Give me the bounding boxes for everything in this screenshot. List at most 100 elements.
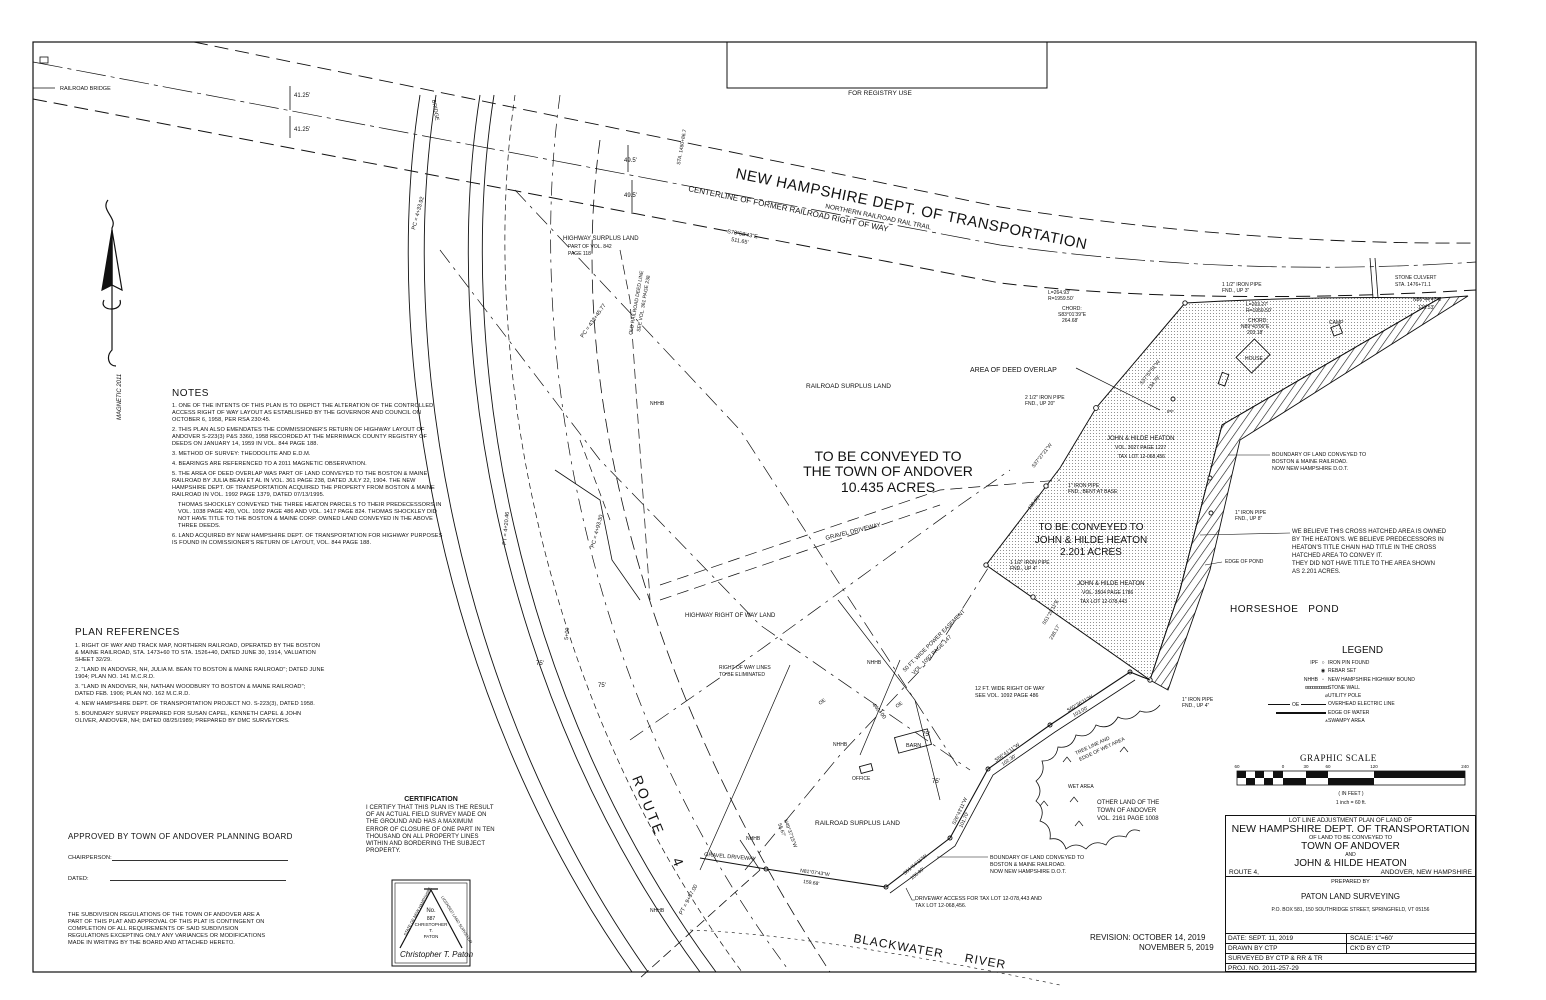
reference-item: 4. NEW HAMPSHIRE DEPT. OF TRANSPORTATION… (75, 701, 315, 707)
legend-label: REBAR SET (1328, 668, 1357, 675)
legend-label: NEW HAMPSHIRE HIGHWAY BOUND (1328, 676, 1415, 683)
note-line: HEATON'S TITLE CHAIN HAD TITLE IN THE CR… (1292, 545, 1436, 551)
railroad-bridge-label: RAILROAD BRIDGE (60, 86, 111, 92)
dimension-label: 75' (536, 661, 544, 667)
heaton-lot-label: TAX LOT 12-078,443 (1080, 599, 1127, 605)
distance-label: 238.17' (1049, 624, 1062, 641)
leader-line (1075, 367, 1161, 411)
title-grantee1: TOWN OF ANDOVER (1301, 841, 1400, 852)
legend-item: IPF○IRON PIN FOUND (1230, 659, 1475, 667)
title-grantee2: JOHN & HILDE HEATON (1294, 858, 1407, 869)
note-item: 4. BEARINGS ARE REFERENCED TO A 2011 MAG… (172, 461, 367, 467)
nhhb-label: NHHB (867, 660, 882, 666)
iron-pipe-label: FND., UP 4" (1182, 703, 1209, 709)
boundary-label: BOSTON & MAINE RAILROAD. (1272, 459, 1348, 465)
highway-surplus-sub: PAGE 118 (568, 251, 591, 257)
revision-label: REVISION: OCTOBER 14, 2019 (1090, 933, 1206, 942)
row-12-label: 12 FT. WIDE RIGHT OF WAY (975, 686, 1045, 692)
edge-of-pond-label: EDGE OF POND (1225, 559, 1264, 565)
chairperson-label: CHAIRPERSON: (68, 855, 112, 861)
legend-item: EDGE OF WATER (1230, 709, 1475, 717)
distance-label: 55.67' (776, 823, 786, 838)
barn-label: BARN (906, 743, 921, 749)
notes-section: NOTES 1. ONE OF THE INTENTS OF THIS PLAN… (172, 388, 447, 550)
legend-label: OVERHEAD ELECTRIC LINE (1328, 701, 1395, 708)
chairperson-signature-line[interactable] (112, 860, 288, 861)
edge-of-water-icon (1276, 711, 1326, 714)
certification-section: CERTIFICATION I CERTIFY THAT THIS PLAN I… (366, 796, 496, 855)
leader-line (1199, 532, 1291, 536)
heaton-lot-label: VOL. 3027 PAGE 1227 (1115, 445, 1167, 451)
revision-label-2: NOVEMBER 5, 2019 (1139, 943, 1214, 952)
title-and: AND (1345, 852, 1356, 858)
iron-pipe-label: FND., UP 4" (1010, 566, 1037, 572)
legend-label: EDGE OF WATER (1328, 709, 1370, 716)
boundary-label: BOUNDARY OF LAND CONVEYED TO (1272, 452, 1366, 458)
overhead-line-icon: OE (1268, 701, 1326, 710)
prepared-by-label: PREPARED BY (1331, 879, 1370, 885)
title-route: ROUTE 4, (1229, 869, 1259, 876)
swamp-icon: ⩚ (1325, 718, 1328, 725)
rebar-icon: ◉ (1320, 668, 1326, 675)
highway-surplus-label: HIGHWAY SURPLUS LAND (563, 236, 639, 242)
easement-label: 50 FT. WIDE POWER EASEMENT (902, 608, 967, 673)
legend-prefix: OE (1290, 701, 1302, 710)
title-owner: NEW HAMPSHIRE DEPT. OF TRANSPORTATION (1231, 823, 1470, 835)
camp-label: CAMP (1329, 320, 1344, 326)
dimension-label: 75' (598, 683, 606, 689)
reference-item: 1. RIGHT OF WAY AND TRACK MAP, NORTHERN … (75, 643, 320, 663)
nhhb-label: NHHB (650, 908, 665, 914)
oe-label: OE (818, 697, 828, 706)
note-item: 2. THIS PLAN ALSO EMENDATES THE COMMISSI… (172, 427, 428, 447)
route-number-label: 4 (669, 855, 687, 868)
heaton-convey-label: TO BE CONVEYED TO (1038, 522, 1143, 533)
project-row: PROJ. NO. 2011-257-29 (1226, 963, 1475, 973)
boundary-label: BOUNDARY OF LAND CONVEYED TO (990, 855, 1084, 861)
chord-label: 264.68' (1062, 318, 1078, 324)
leader-line (1204, 561, 1223, 566)
dimension-label: 75' (932, 779, 940, 785)
scale-tick: 60 (1234, 764, 1240, 769)
notes-title: NOTES (172, 388, 209, 399)
iron-pipe-label: 1 1/2" IRON PIPE (1010, 560, 1050, 566)
graphic-scale-bar: 60 0 30 60 120 240 ( IN FEET ) 1 inch = … (1234, 764, 1469, 806)
note-line: WE BELIEVE THIS CROSS HATCHED AREA IS OW… (1292, 529, 1447, 535)
legend: LEGEND IPF○IRON PIN FOUND ◉REBAR SET NHH… (1230, 645, 1475, 725)
office-outline (858, 762, 874, 774)
approval-title: APPROVED BY TOWN OF ANDOVER PLANNING BOA… (68, 832, 293, 841)
heaton-convey-acres: 2.201 ACRES (1060, 547, 1122, 558)
driveway-access-label: DRIVEWAY ACCESS FOR TAX LOT 12-078,443 A… (915, 896, 1042, 902)
dimension-label: 49.5' (624, 158, 637, 164)
heaton-convey-label: JOHN & HILDE HEATON (1035, 535, 1147, 546)
legend-item: ⌀UTILITY POLE (1230, 692, 1475, 700)
scale-ratio: 1 inch = 60 ft. (1336, 800, 1366, 806)
right-of-way-lines (439, 189, 1061, 871)
dated-signature-line[interactable] (110, 880, 286, 881)
heaton-lot-label: TAX LOT 12-068,456 (1118, 454, 1165, 460)
registry-box (726, 41, 1048, 89)
river-label: BLACKWATER RIVER (852, 931, 1007, 972)
surveyed-row: SURVEYED BY CTP & RR & TR (1226, 953, 1475, 963)
other-land-label: OTHER LAND OF THE (1097, 800, 1159, 806)
project-number-label: PROJ. NO. 2011-257-29 (1228, 965, 1299, 972)
leader-line (905, 887, 915, 901)
house-outline (1235, 338, 1271, 374)
scale-tick: 240 (1461, 764, 1469, 769)
town-convey-label: TO BE CONVEYED TO (814, 448, 961, 464)
surveyed-by-label: SURVEYED BY CTP & RR & TR (1228, 955, 1323, 962)
distance-label: 159.68' (803, 879, 820, 887)
nhhb-label: NHHB (833, 742, 848, 748)
legend-prefix: NHHB (1303, 676, 1318, 683)
note-item: 6. LAND ACQUIRED BY NEW HAMPSHIRE DEPT. … (172, 533, 443, 546)
town-convey-label: THE TOWN OF ANDOVER (803, 463, 973, 479)
highway-bound-icon: ▫ (1322, 676, 1324, 683)
bearing-label: N81°07'43"W (800, 868, 831, 878)
magnetic-label: MAGNETIC 2011 (117, 374, 123, 420)
note-line: HATCHED AREA TO CONVEY IT. (1292, 553, 1383, 559)
stone-culvert-label: STA. 1476+71.1 (1395, 282, 1431, 288)
stone-culvert-label: STONE CULVERT (1395, 275, 1436, 281)
curve-label: L=264.93' (1048, 290, 1070, 296)
graphic-scale-title: GRAPHIC SCALE (1300, 753, 1377, 763)
drawn-by-label: DRAWN BY CTP (1228, 945, 1278, 952)
